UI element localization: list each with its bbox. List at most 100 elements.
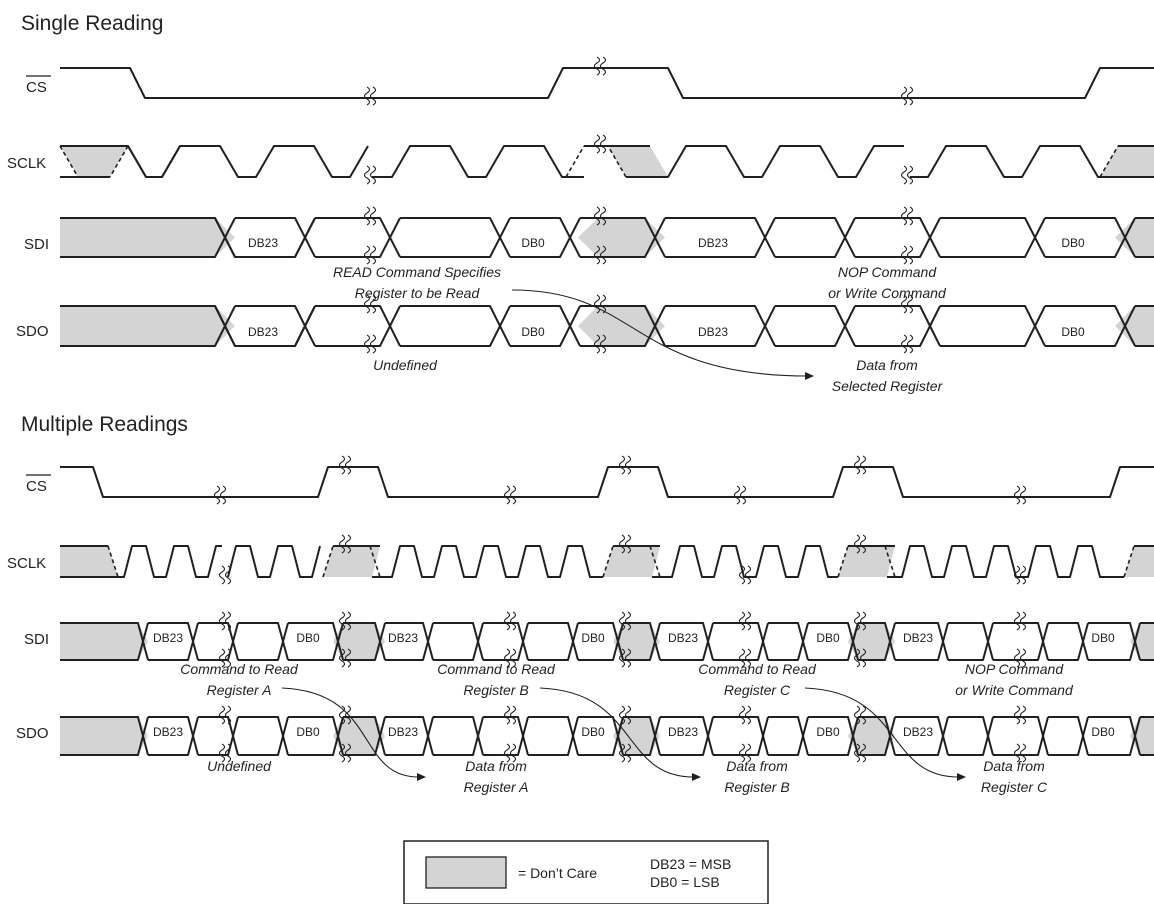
sdi-waveform [940, 217, 1046, 258]
sclk-waveform [626, 145, 904, 178]
sdo-db0-label: DB0 [296, 725, 320, 739]
sdo-waveform [940, 305, 1046, 347]
time-break-mark [503, 743, 517, 763]
sdo-waveform [288, 716, 344, 756]
time-break-mark [593, 206, 607, 226]
sdi-waveform [855, 217, 941, 258]
sclk-waveform [372, 145, 584, 178]
time-break-mark [1013, 648, 1027, 668]
sdo-waveform [400, 305, 511, 347]
time-break-mark [738, 743, 752, 763]
sdo-dont-care-region [848, 717, 895, 755]
sdi-waveform [198, 622, 239, 661]
time-break-mark [338, 743, 352, 763]
time-break-mark [338, 648, 352, 668]
sdo-dont-care-region [1115, 306, 1154, 346]
time-break-mark [618, 648, 632, 668]
sdo-waveform [660, 716, 714, 756]
command-register-c-note: Command to Read [698, 661, 817, 677]
legend-dont-care: = Don’t Care [518, 865, 597, 881]
sdo-waveform [528, 716, 579, 756]
sdo-waveform [60, 305, 236, 347]
sdi-waveform [510, 217, 581, 258]
sdo-dont-care-region [60, 717, 148, 755]
sclk-waveform [887, 545, 1124, 578]
sdi-waveform [235, 217, 316, 258]
command-register-c-note: Register C [724, 682, 791, 698]
sdi-waveform [288, 622, 344, 661]
sdi-waveform [623, 622, 661, 661]
dont-care-clock-edge [322, 545, 334, 578]
sdi-waveform [148, 622, 199, 661]
time-break-mark [900, 86, 914, 106]
time-break-mark [218, 648, 232, 668]
sdi-waveform [315, 217, 401, 258]
sdi-waveform [858, 622, 896, 661]
sdo-waveform [343, 716, 386, 756]
sdi-waveform [1048, 622, 1089, 661]
command-register-b-note: Command to Read [437, 661, 556, 677]
sdi-waveform [385, 622, 434, 661]
sdo-waveform [948, 716, 994, 756]
sdi-waveform [198, 622, 239, 661]
sdi-waveform [288, 622, 344, 661]
time-break-mark [503, 648, 517, 668]
sdo-waveform [660, 716, 714, 756]
sdi-waveform [768, 622, 809, 661]
sdi-waveform [578, 622, 624, 661]
sdo-waveform [713, 716, 769, 756]
sdo-dont-care-region [60, 306, 235, 346]
signal-label-cs: CS [26, 79, 47, 96]
cs-waveform [60, 67, 1154, 99]
arrow-register-c [804, 687, 961, 778]
sdo-waveform [895, 716, 949, 756]
time-break-mark [900, 334, 914, 354]
sclk-waveform [910, 145, 1154, 178]
arrow-register-b [539, 687, 696, 778]
time-break-mark [618, 705, 632, 725]
sdo-waveform [713, 716, 769, 756]
cs-waveform [60, 466, 1154, 498]
legend: = Don’t Care DB23 = MSB DB0 = LSB [403, 840, 769, 904]
time-break-mark [900, 165, 914, 185]
sdo-waveform [775, 305, 856, 347]
sdi-waveform [60, 217, 236, 258]
time-break-mark [338, 455, 352, 475]
sdi-waveform [343, 622, 386, 661]
command-register-b-note: Register B [463, 682, 528, 698]
signal-label-cs: CS [26, 478, 47, 495]
dont-care-clock-edge [649, 545, 661, 578]
sdo-db0-label: DB0 [1061, 325, 1085, 339]
sdi-db0-label: DB0 [581, 631, 605, 645]
sclk-dont-care-region [603, 546, 660, 577]
sdi-waveform [993, 622, 1049, 661]
sdi-db0-label: DB0 [816, 631, 840, 645]
sdi-dont-care-region [1130, 623, 1154, 660]
sdi-db23-label: DB23 [668, 631, 698, 645]
sdo-db23-label: DB23 [388, 725, 418, 739]
sdi-waveform [948, 622, 994, 661]
time-break-mark [618, 534, 632, 554]
sdi-waveform [510, 217, 581, 258]
sclk-dont-care-region [323, 546, 380, 577]
data-from-note: Data from [856, 357, 918, 373]
sdo-waveform [433, 716, 484, 756]
dont-care-clock-edge [1099, 145, 1119, 178]
sdi-waveform [400, 217, 511, 258]
time-break-mark [1013, 705, 1027, 725]
nop-command-note: NOP Command [838, 264, 938, 280]
sdo-waveform [198, 716, 239, 756]
sdo-waveform [665, 305, 776, 347]
time-break-mark [900, 206, 914, 226]
sdo-waveform [948, 716, 994, 756]
sdi-waveform [808, 622, 859, 661]
sdi-waveform [775, 217, 856, 258]
sdo-waveform [343, 716, 386, 756]
arrowhead [417, 773, 426, 781]
time-break-mark [738, 565, 752, 585]
sdi-waveform [433, 622, 484, 661]
sdi-waveform [940, 217, 1046, 258]
sdo-waveform [315, 305, 401, 347]
sdi-waveform [315, 217, 401, 258]
time-break-mark [593, 294, 607, 314]
